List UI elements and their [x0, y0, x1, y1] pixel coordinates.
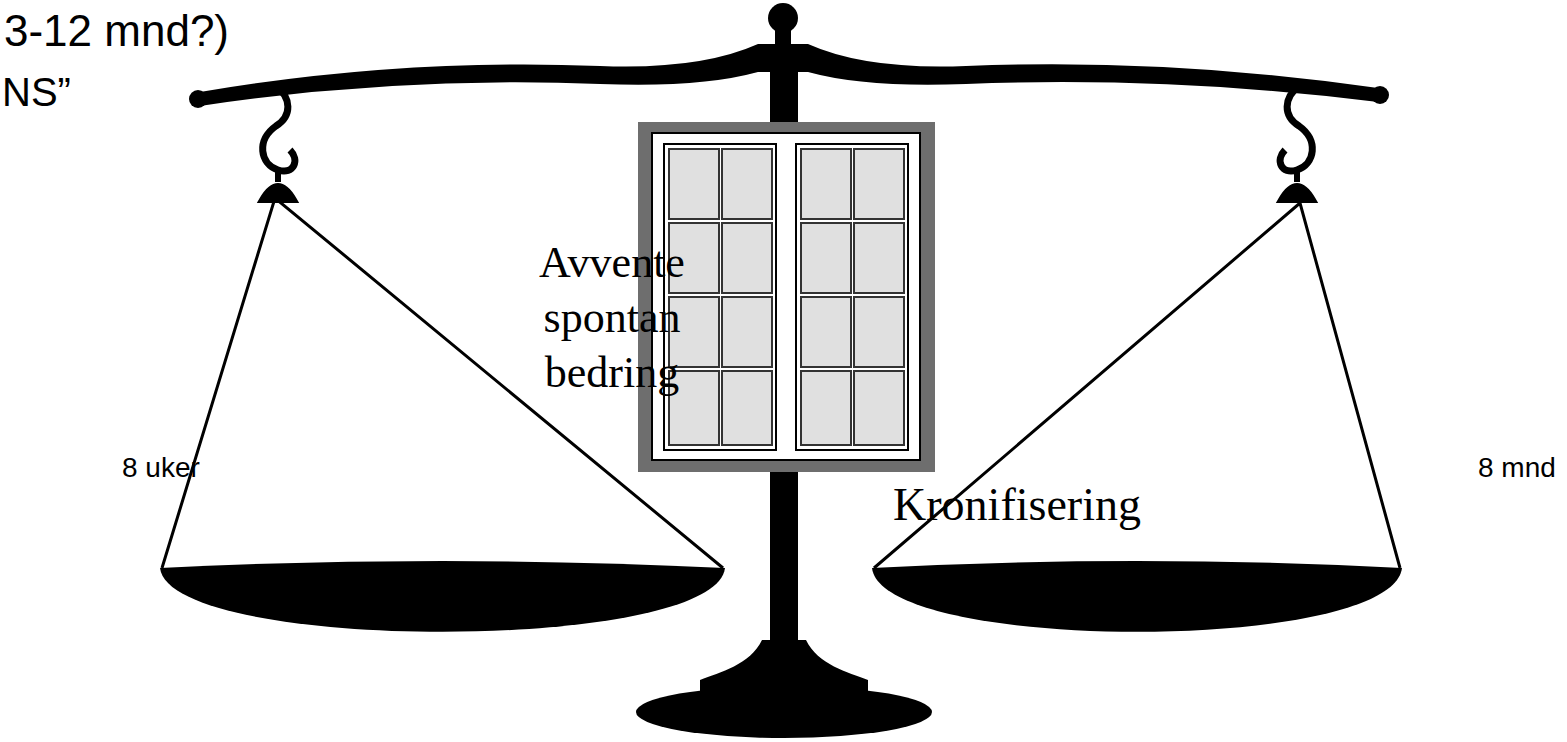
window-sash: [796, 144, 908, 450]
scale-knob: [768, 3, 798, 33]
beam-end: [189, 90, 207, 108]
pan-bowl: [872, 561, 1402, 632]
pan-string: [162, 198, 723, 568]
window-inner: [652, 133, 920, 460]
pan-hook: [263, 85, 295, 171]
window-frame: [638, 122, 935, 472]
window-panes: [669, 149, 904, 445]
pan-hook: [262, 168, 294, 200]
scale-pan: Kronifisering: [872, 195, 1402, 660]
pan-text: Kronifisering: [872, 477, 1162, 532]
note-label: 8 mnd: [1478, 452, 1556, 484]
pan-bowl: [160, 561, 725, 632]
note-label: NS”: [2, 70, 71, 115]
beam-end: [1371, 86, 1389, 104]
note-label: 8 uker: [122, 452, 200, 484]
note-label: 3-12 mnd?): [4, 6, 229, 56]
pan-hook: [1281, 168, 1313, 200]
scale-base: [636, 686, 932, 738]
window-sash: [664, 144, 776, 450]
scale-pan: Avvente spontan bedring: [160, 190, 725, 665]
pan-hook: [1280, 85, 1312, 171]
pan-outline: [872, 195, 1402, 660]
pan-text: Avvente spontan bedring: [532, 235, 692, 400]
